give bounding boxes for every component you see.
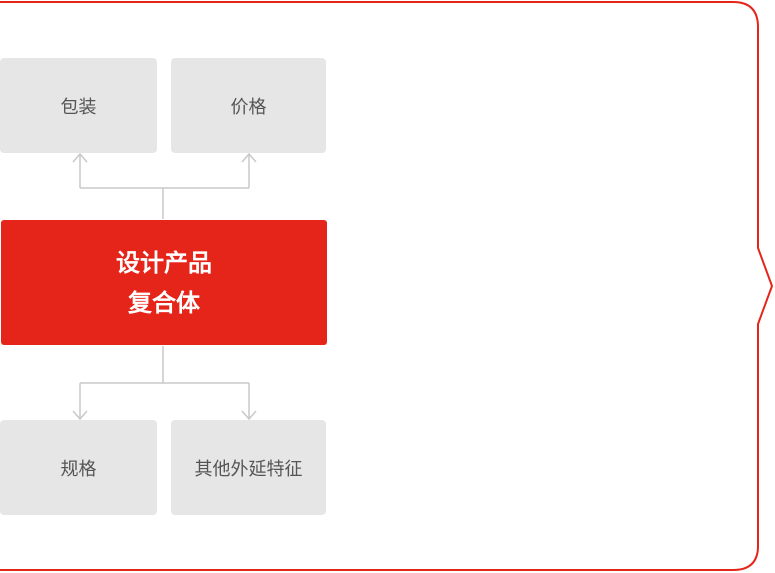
node-other-features-label: 其他外延特征 — [194, 458, 303, 480]
connector-bottom — [79, 346, 250, 419]
arrowhead-top-left — [72, 152, 88, 163]
node-center: 设计产品 复合体 — [1, 220, 327, 345]
node-center-line1: 设计产品 — [116, 248, 212, 277]
node-packaging: 包装 — [0, 58, 157, 153]
arrowhead-top-right — [241, 152, 257, 163]
node-center-line2: 复合体 — [128, 288, 200, 317]
node-price: 价格 — [171, 58, 326, 153]
arrowhead-bottom-left — [72, 410, 88, 421]
node-specification: 规格 — [0, 420, 157, 515]
node-other-features: 其他外延特征 — [171, 420, 326, 515]
connector-top — [79, 154, 250, 219]
node-packaging-label: 包装 — [60, 96, 97, 118]
node-price-label: 价格 — [230, 96, 267, 118]
node-specification-label: 规格 — [60, 458, 97, 480]
arrowhead-bottom-right — [241, 410, 257, 421]
